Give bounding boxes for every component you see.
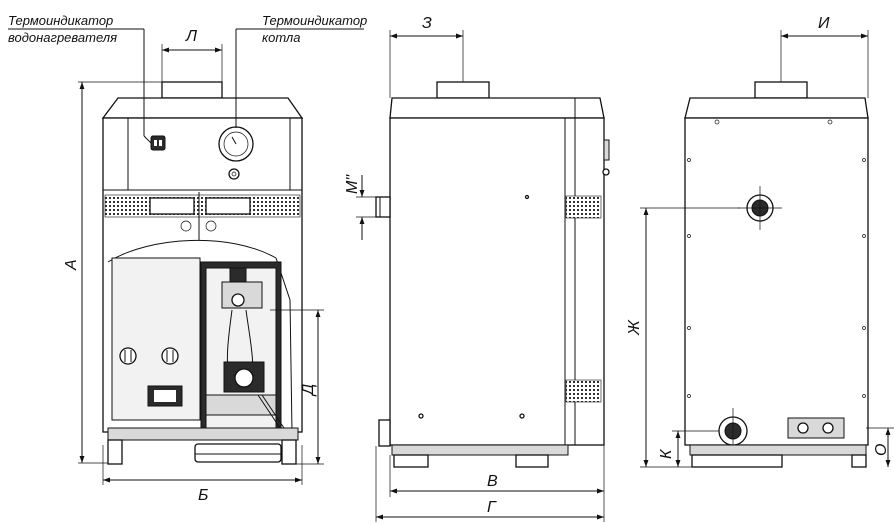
dimension-label-V: В — [487, 473, 498, 490]
dimension-label-Z: З — [422, 15, 432, 32]
dimension-label-G: Г — [487, 499, 497, 516]
front-view — [101, 81, 304, 465]
dimension-Z: З — [389, 15, 464, 98]
dimension-I: И — [780, 15, 869, 98]
dimension-label-M: М" — [344, 174, 361, 194]
heater-thermo-indicator-icon — [150, 135, 166, 151]
heater-thermo-label-1: Термоиндикатор — [8, 13, 113, 28]
dimension-label-O: О — [873, 444, 890, 456]
dimension-K: К — [658, 430, 719, 467]
boiler-thermo-label-1: Термоиндикатор — [262, 13, 367, 28]
heater-thermo-label-2: водонагревателя — [8, 30, 117, 45]
dimension-label-L: Л — [185, 28, 197, 45]
dimension-O: О — [866, 427, 894, 467]
boiler-thermo-label-2: котла — [262, 30, 300, 45]
dimension-A: А — [63, 81, 162, 464]
dimension-M: М" — [344, 174, 376, 240]
dimension-label-K: К — [658, 448, 675, 459]
callout-boiler-thermo: Термоиндикатор котла — [235, 13, 367, 128]
dimension-label-B: Б — [198, 487, 208, 504]
dimension-label-Zh: Ж — [626, 319, 643, 336]
dimension-B: Б — [102, 445, 303, 504]
dimension-label-D: Д — [300, 384, 317, 397]
back-view — [684, 81, 869, 468]
callout-heater-thermo: Термоиндикатор водонагревателя — [8, 13, 152, 144]
dimension-Zh: Ж — [626, 207, 740, 468]
dimension-label-I: И — [818, 15, 830, 32]
side-view — [375, 81, 610, 468]
dimension-label-A: А — [63, 259, 80, 271]
dimension-G: Г — [375, 446, 605, 522]
dimension-L: Л — [161, 28, 223, 82]
dimension-D: Д — [270, 309, 324, 465]
dimension-V: В — [389, 445, 605, 497]
